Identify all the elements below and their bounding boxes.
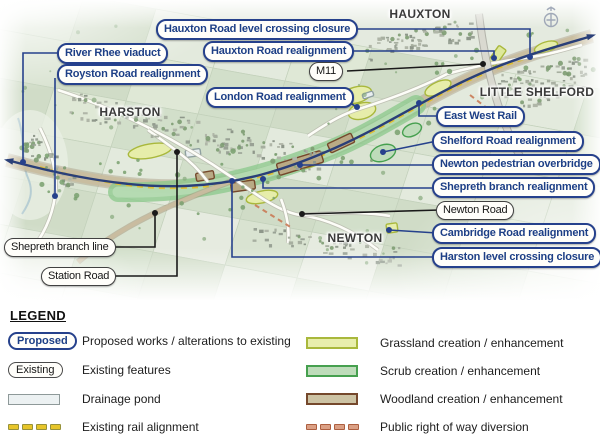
legend-item-label: Scrub creation / enhancement xyxy=(380,364,541,378)
legend-item-scrub: Scrub creation / enhancement xyxy=(306,360,540,382)
callout-harston-closure: Harston level crossing closure xyxy=(432,247,600,268)
legend-item-label: Existing features xyxy=(82,363,171,377)
town-label-hauxton: HAUXTON xyxy=(389,7,451,21)
callout-river-rhee: River Rhee viaduct xyxy=(57,43,169,64)
legend-item-label: Woodland creation / enhancement xyxy=(380,392,563,406)
callout-station-road: Station Road xyxy=(41,267,117,286)
legend-item-label: Proposed works / alterations to existing xyxy=(82,334,291,348)
north-compass-icon xyxy=(543,6,559,28)
legend-item-existing-rail: Existing rail alignment xyxy=(8,416,199,438)
legend-item-proposed: Proposed Proposed works / alterations to… xyxy=(8,330,291,352)
legend-item-drainage-pond: Drainage pond xyxy=(8,388,161,410)
callout-ewr: East West Rail xyxy=(436,106,525,127)
callout-cambridge: Cambridge Road realignment xyxy=(432,223,597,244)
legend-existing-badge: Existing xyxy=(8,362,63,378)
legend-item-grassland: Grassland creation / enhancement xyxy=(306,332,563,354)
legend-item-label: Drainage pond xyxy=(82,392,161,406)
callout-london: London Road realignment xyxy=(206,87,354,108)
callout-newton-road: Newton Road xyxy=(436,201,515,220)
callout-hauxton-closure: Hauxton Road level crossing closure xyxy=(156,19,359,40)
town-label-harston: HARSTON xyxy=(99,105,161,119)
legend-swatch-existing-rail xyxy=(8,424,61,430)
legend-swatch-pond xyxy=(8,393,60,405)
callout-shepreth-realign: Shepreth branch realignment xyxy=(432,177,596,198)
callout-overbridge: Newton pedestrian overbridge xyxy=(432,154,600,175)
legend-item-prow: Public right of way diversion xyxy=(306,416,529,438)
legend-item-label: Existing rail alignment xyxy=(82,420,199,434)
legend-swatch-scrub xyxy=(306,365,358,377)
legend-item-label: Public right of way diversion xyxy=(380,420,529,434)
legend-item-label: Grassland creation / enhancement xyxy=(380,336,564,350)
legend-swatch-prow xyxy=(306,424,359,430)
legend-item-existing: Existing Existing features xyxy=(8,359,171,381)
callout-shelford: Shelford Road realignment xyxy=(432,131,584,152)
legend-item-woodland: Woodland creation / enhancement xyxy=(306,388,563,410)
callout-shepreth-line: Shepreth branch line xyxy=(4,238,116,257)
legend-panel: LEGEND Proposed Proposed works / alterat… xyxy=(0,300,600,443)
town-label-newton: NEWTON xyxy=(327,231,383,245)
legend-title: LEGEND xyxy=(10,308,66,323)
legend-swatch-grassland xyxy=(306,337,358,349)
town-label-little-shelford: LITTLE SHELFORD xyxy=(479,85,595,99)
legend-proposed-badge: Proposed xyxy=(8,332,77,350)
callout-hauxton-realign: Hauxton Road realignment xyxy=(203,41,355,62)
callout-m11: M11 xyxy=(309,62,343,81)
callout-royston: Royston Road realignment xyxy=(57,64,209,85)
legend-swatch-woodland xyxy=(306,393,358,405)
